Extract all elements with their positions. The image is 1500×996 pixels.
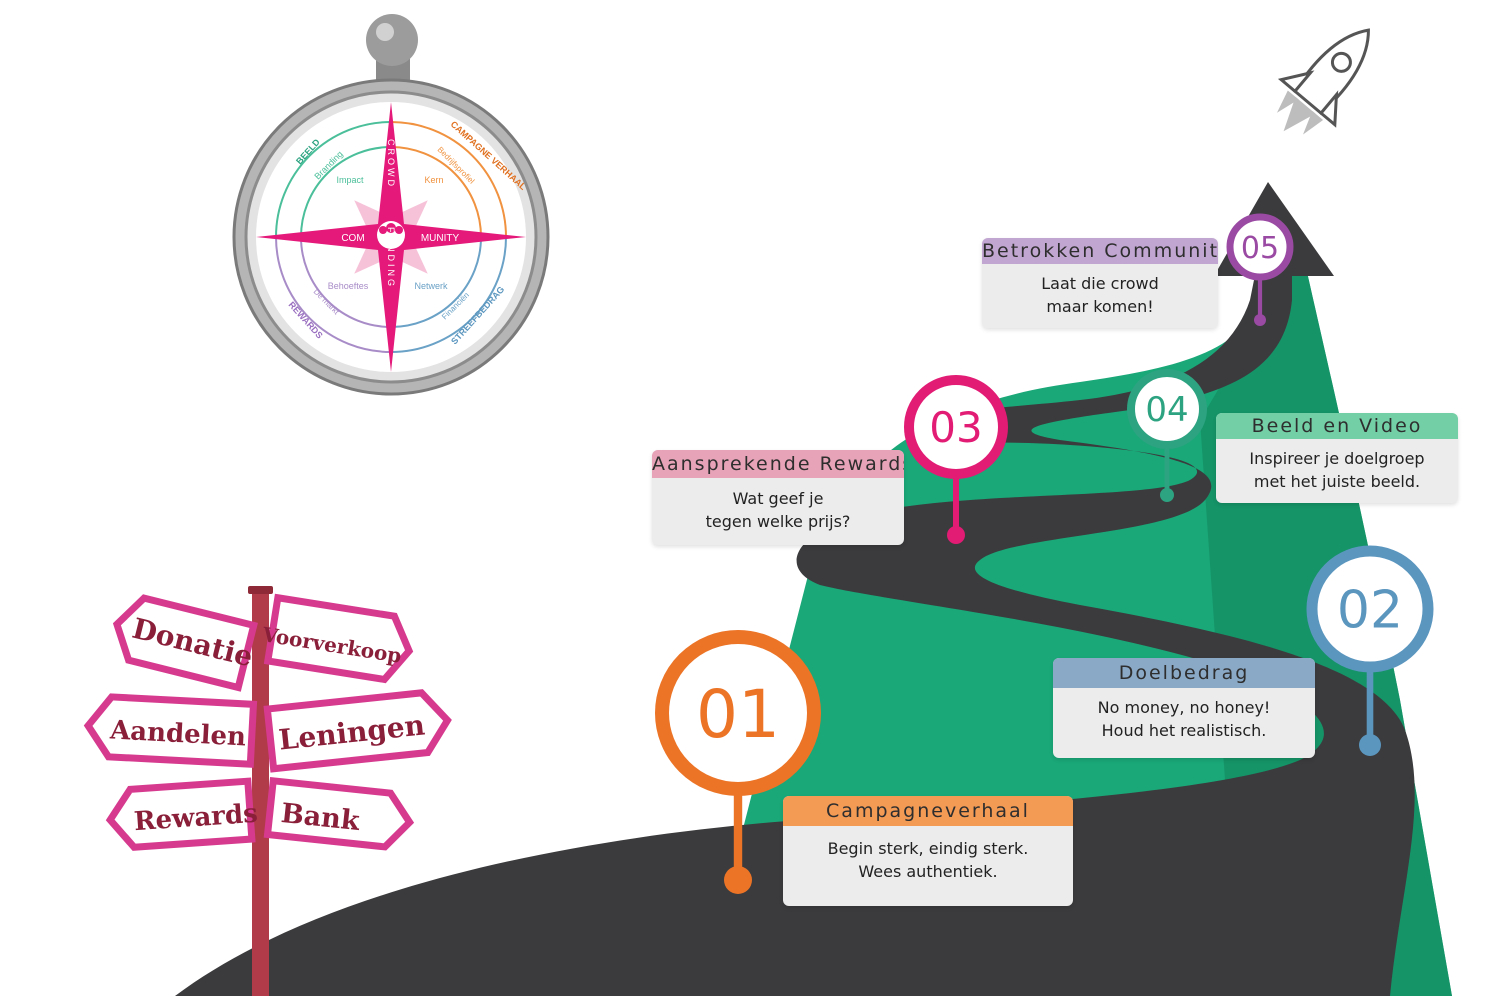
pin-circle [1127,369,1207,449]
step-line: maar komen! [1046,297,1154,316]
step-text-02: No money, no honey! Houd het realistisch… [1053,688,1315,742]
step-line: Laat die crowd [1041,274,1159,293]
sign-label-aandelen: Aandelen [108,715,246,752]
sign-rewards [105,777,256,851]
step-text-03: Wat geef je tegen welke prijs? [652,478,904,533]
step-line: met het juiste beeld. [1253,472,1421,491]
pin-number: 04 [1145,390,1188,430]
step-line: Begin sterk, eindig sterk. [827,839,1029,858]
step-pin-03: 03 [904,375,1008,544]
pin-circle [1306,545,1434,673]
step-line: No money, no honey! [1097,698,1271,717]
step-card-02: Doelbedrag No money, no honey! Houd het … [1053,658,1315,758]
compass: COM MUNITY CROWD FUNDING BEELD CAMPAGNE … [232,14,550,396]
sign-voorverkoop [263,593,414,684]
step-card-03: Aansprekende Rewards Wat geef je tegen w… [652,450,904,545]
sign-aandelen [83,693,258,768]
step-title-04: Beeld en Video [1216,413,1458,439]
pin-number: 02 [1337,581,1403,641]
step-text-01: Begin sterk, eindig sterk. Wees authenti… [783,826,1073,883]
step-pin-04: 04 [1127,369,1207,502]
signpost-pole [252,592,269,996]
compass-inner-behoeftes: Behoeftes [328,281,369,291]
step-card-04: Beeld en Video Inspireer je doelgroep me… [1216,413,1458,503]
step-line: Inspireer je doelgroep [1249,449,1425,468]
pin-dot [724,866,752,894]
step-line: Houd het realistisch. [1101,721,1267,740]
step-card-05: Betrokken Community Laat die crowd maar … [982,238,1218,328]
pin-dot [1359,734,1381,756]
compass-inner-impact: Impact [336,175,364,185]
pin-circle [1226,213,1294,281]
pin-circle [655,630,821,796]
sign-donatie [112,594,258,692]
signpost: Donatie Voorverkoop Aandelen Leningen Re… [83,586,452,996]
step-card-01: Campagneverhaal Begin sterk, eindig ster… [783,796,1073,906]
step-line: Wees authentiek. [858,862,998,881]
pin-dot [1160,488,1174,502]
sign-leningen [263,689,452,773]
pin-dot [1254,314,1266,326]
compass-inner-kern: Kern [424,175,443,185]
pin-number: 03 [929,403,982,452]
sign-bank [263,776,415,851]
step-title-02: Doelbedrag [1053,658,1315,688]
step-text-05: Laat die crowd maar komen! [982,264,1218,318]
step-text-04: Inspireer je doelgroep met het juiste be… [1216,439,1458,493]
step-title-03: Aansprekende Rewards [652,450,904,478]
step-line: tegen welke prijs? [705,512,851,531]
compass-inner-netwerk: Netwerk [414,281,448,291]
signpost-cap [248,586,273,594]
rocket-icon [1276,28,1370,135]
pin-number: 01 [696,676,780,753]
pin-circle [904,375,1008,479]
compass-label-funding: FUNDING [386,227,396,289]
step-title-01: Campagneverhaal [783,796,1073,826]
pin-dot [947,526,965,544]
step-pin-05: 05 [1226,213,1294,326]
compass-label-com: COM [341,233,364,244]
step-pin-01: 01 [655,630,821,894]
pin-number: 05 [1241,231,1279,266]
step-line: Wat geef je [732,489,824,508]
step-pin-02: 02 [1306,545,1434,756]
road [175,275,1415,996]
compass-label-munity: MUNITY [421,233,460,244]
compass-knob [366,14,418,66]
step-pins: 01 02 03 04 05 [655,213,1434,894]
compass-label-crowd: CROWD [386,139,396,189]
step-title-05: Betrokken Community [982,238,1218,264]
